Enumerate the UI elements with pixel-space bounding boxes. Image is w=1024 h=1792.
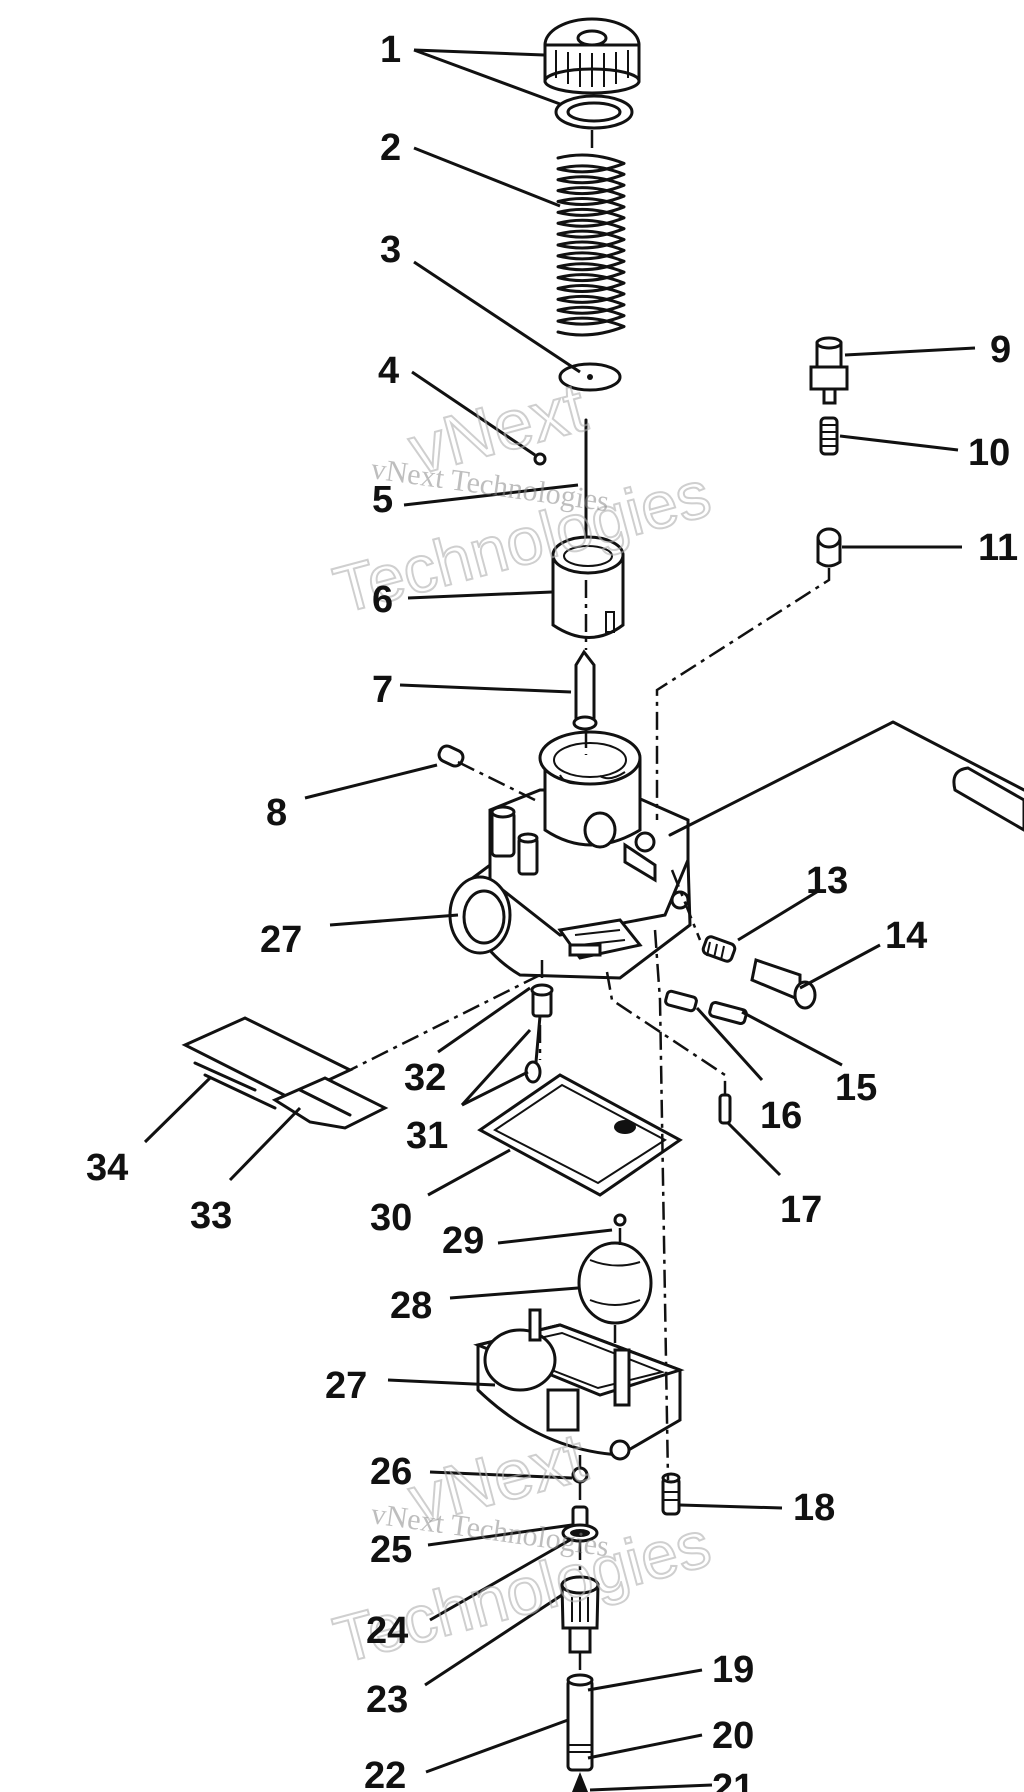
callout-11: 11 [978, 527, 1018, 569]
throttle-cable [668, 720, 1024, 837]
callout-7: 7 [372, 669, 393, 711]
callout-3: 3 [380, 229, 401, 271]
leader-lines [143, 48, 976, 1792]
part-18-screw [661, 1472, 681, 1516]
callout-9: 9 [990, 329, 1011, 371]
callout-15: 15 [835, 1067, 877, 1109]
callout-labels: 1 2 3 4 5 6 7 8 9 10 11 13 14 15 16 17 1… [86, 29, 1018, 1792]
callout-4: 4 [378, 350, 399, 392]
callout-27-bottom: 27 [325, 1365, 367, 1407]
part-1-cap [543, 17, 641, 130]
callout-27-top: 27 [260, 919, 302, 961]
part-8-plug [437, 744, 465, 768]
callout-25: 25 [370, 1529, 412, 1571]
carburetor-body [448, 730, 692, 980]
callout-16: 16 [760, 1095, 802, 1137]
part-13-14-screw [701, 935, 817, 1010]
callout-24: 24 [366, 1610, 408, 1652]
callout-1: 1 [380, 29, 401, 71]
callout-6: 6 [372, 579, 393, 621]
callout-19: 19 [712, 1649, 754, 1691]
callout-28: 28 [390, 1285, 432, 1327]
part-33-34-lever [181, 1016, 389, 1130]
callout-23: 23 [366, 1679, 408, 1721]
part-6-throttle-valve [551, 535, 625, 639]
part-2-spring [556, 153, 626, 337]
part-27-float-bowl [473, 1308, 685, 1461]
assembly-dash-lines [349, 130, 831, 1675]
callout-13: 13 [806, 860, 848, 902]
callout-33: 33 [190, 1195, 232, 1237]
callout-17: 17 [780, 1189, 822, 1231]
part-3-clip [558, 362, 622, 392]
callout-5: 5 [372, 479, 393, 521]
callout-29: 29 [442, 1220, 484, 1262]
callout-18: 18 [793, 1487, 835, 1529]
part-9-10-11-fitting [809, 336, 849, 568]
callout-20: 20 [712, 1715, 754, 1757]
callout-14: 14 [885, 915, 927, 957]
callout-26: 26 [370, 1451, 412, 1493]
callout-21: 21 [712, 1767, 754, 1792]
callout-22: 22 [364, 1755, 406, 1792]
callout-31: 31 [406, 1115, 448, 1157]
part-7-jet-needle [572, 649, 598, 731]
callout-10: 10 [968, 432, 1010, 474]
part-15-16-17-pilot [664, 989, 748, 1125]
callout-30: 30 [370, 1197, 412, 1239]
part-31-32-jets [524, 983, 554, 1084]
part-26-to-22-main-jet-assembly [560, 1466, 600, 1792]
callout-34: 34 [86, 1147, 128, 1189]
callout-32: 32 [404, 1057, 446, 1099]
callout-2: 2 [380, 127, 401, 169]
part-30-gasket [477, 1073, 683, 1197]
part-29-28-float [577, 1213, 653, 1325]
callout-8: 8 [266, 792, 287, 834]
